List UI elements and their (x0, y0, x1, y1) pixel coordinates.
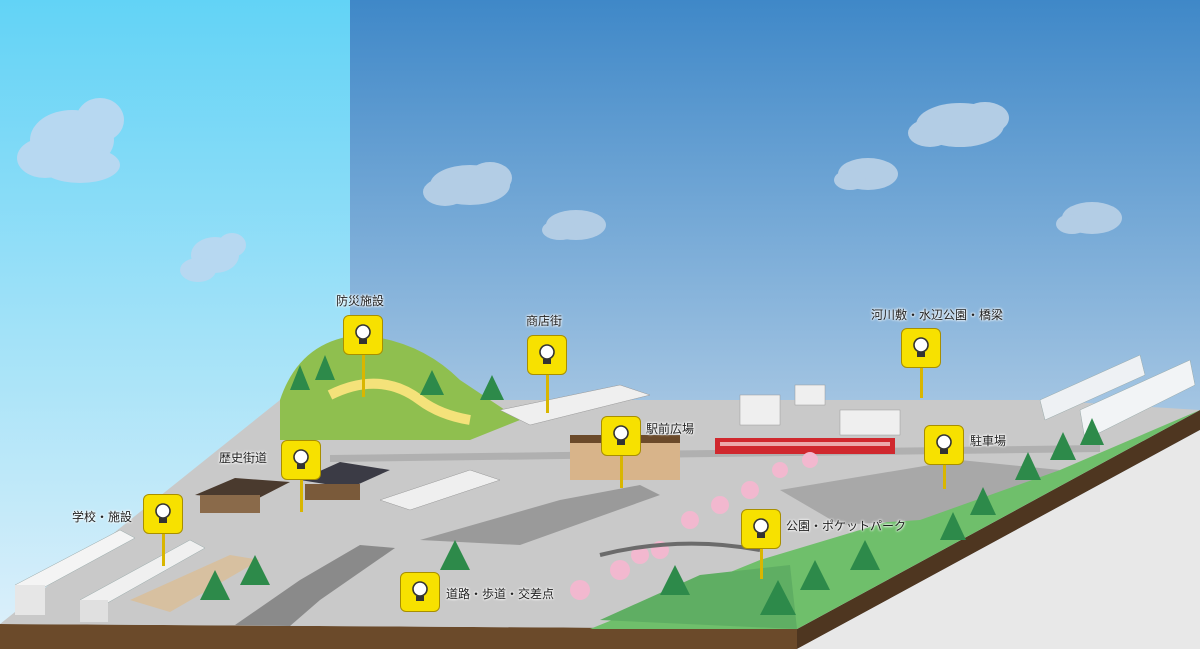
cloud (180, 233, 246, 282)
park-lawn (600, 565, 797, 629)
ground-slab-side-left (0, 624, 797, 649)
hotspot-marker-school[interactable] (143, 494, 185, 566)
cherry-blossoms (570, 452, 818, 600)
shop-buildings (379, 384, 901, 511)
lightbulb-icon (741, 509, 781, 549)
hotspot-label-riverside[interactable]: 河川敷・水辺公園・橋梁 (871, 308, 1004, 322)
hotspot-marker-station-plaza[interactable] (601, 416, 643, 488)
hotspot-marker-riverside[interactable] (901, 328, 943, 398)
hotspot-label-parking[interactable]: 駐車場 (970, 434, 1007, 448)
hotspot-marker-disaster-facility[interactable] (343, 315, 385, 397)
train (715, 438, 895, 454)
cloud (423, 162, 512, 206)
lightbulb-icon (143, 494, 183, 534)
lightbulb-icon (281, 440, 321, 480)
footbridge (599, 541, 761, 557)
lightbulb-icon (901, 328, 941, 368)
hotspot-label-historic-road[interactable]: 歴史街道 (219, 451, 268, 465)
lightbulb-icon (924, 425, 964, 465)
hotspot-label-road[interactable]: 道路・歩道・交差点 (446, 587, 555, 601)
hotspot-marker-historic-road[interactable] (281, 440, 323, 512)
hotspot-label-school[interactable]: 学校・施設 (72, 510, 133, 524)
lightbulb-icon (400, 572, 440, 612)
cloud (1056, 202, 1122, 234)
cloud (834, 158, 898, 190)
hill-path (327, 378, 471, 425)
hotspot-label-disaster-facility[interactable]: 防災施設 (336, 294, 385, 308)
cloud (17, 98, 124, 183)
hotspot-marker-road[interactable] (400, 572, 442, 612)
trees (200, 355, 1104, 615)
main-road (235, 545, 395, 626)
parking-lot (780, 460, 1060, 525)
historic-houses (195, 462, 390, 513)
ground-right-floor (797, 430, 1200, 649)
schoolyard (130, 555, 260, 612)
apartment-blocks (1039, 354, 1196, 441)
hotspot-label-park[interactable]: 公園・ポケットパーク (786, 519, 907, 533)
lightbulb-icon (601, 416, 641, 456)
hotspot-label-shopping-street[interactable]: 商店街 (526, 314, 563, 328)
station-road (420, 485, 660, 545)
hotspot-marker-park[interactable] (741, 509, 783, 579)
cloud (542, 210, 606, 240)
lightbulb-icon (527, 335, 567, 375)
hotspot-marker-parking[interactable] (924, 425, 966, 489)
hotspot-marker-shopping-street[interactable] (527, 335, 569, 413)
lightbulb-icon (343, 315, 383, 355)
school-buildings (14, 529, 206, 622)
hotspot-label-station-plaza[interactable]: 駅前広場 (646, 422, 695, 436)
cloud (908, 102, 1009, 147)
ground-slab-side-right (797, 410, 1200, 649)
